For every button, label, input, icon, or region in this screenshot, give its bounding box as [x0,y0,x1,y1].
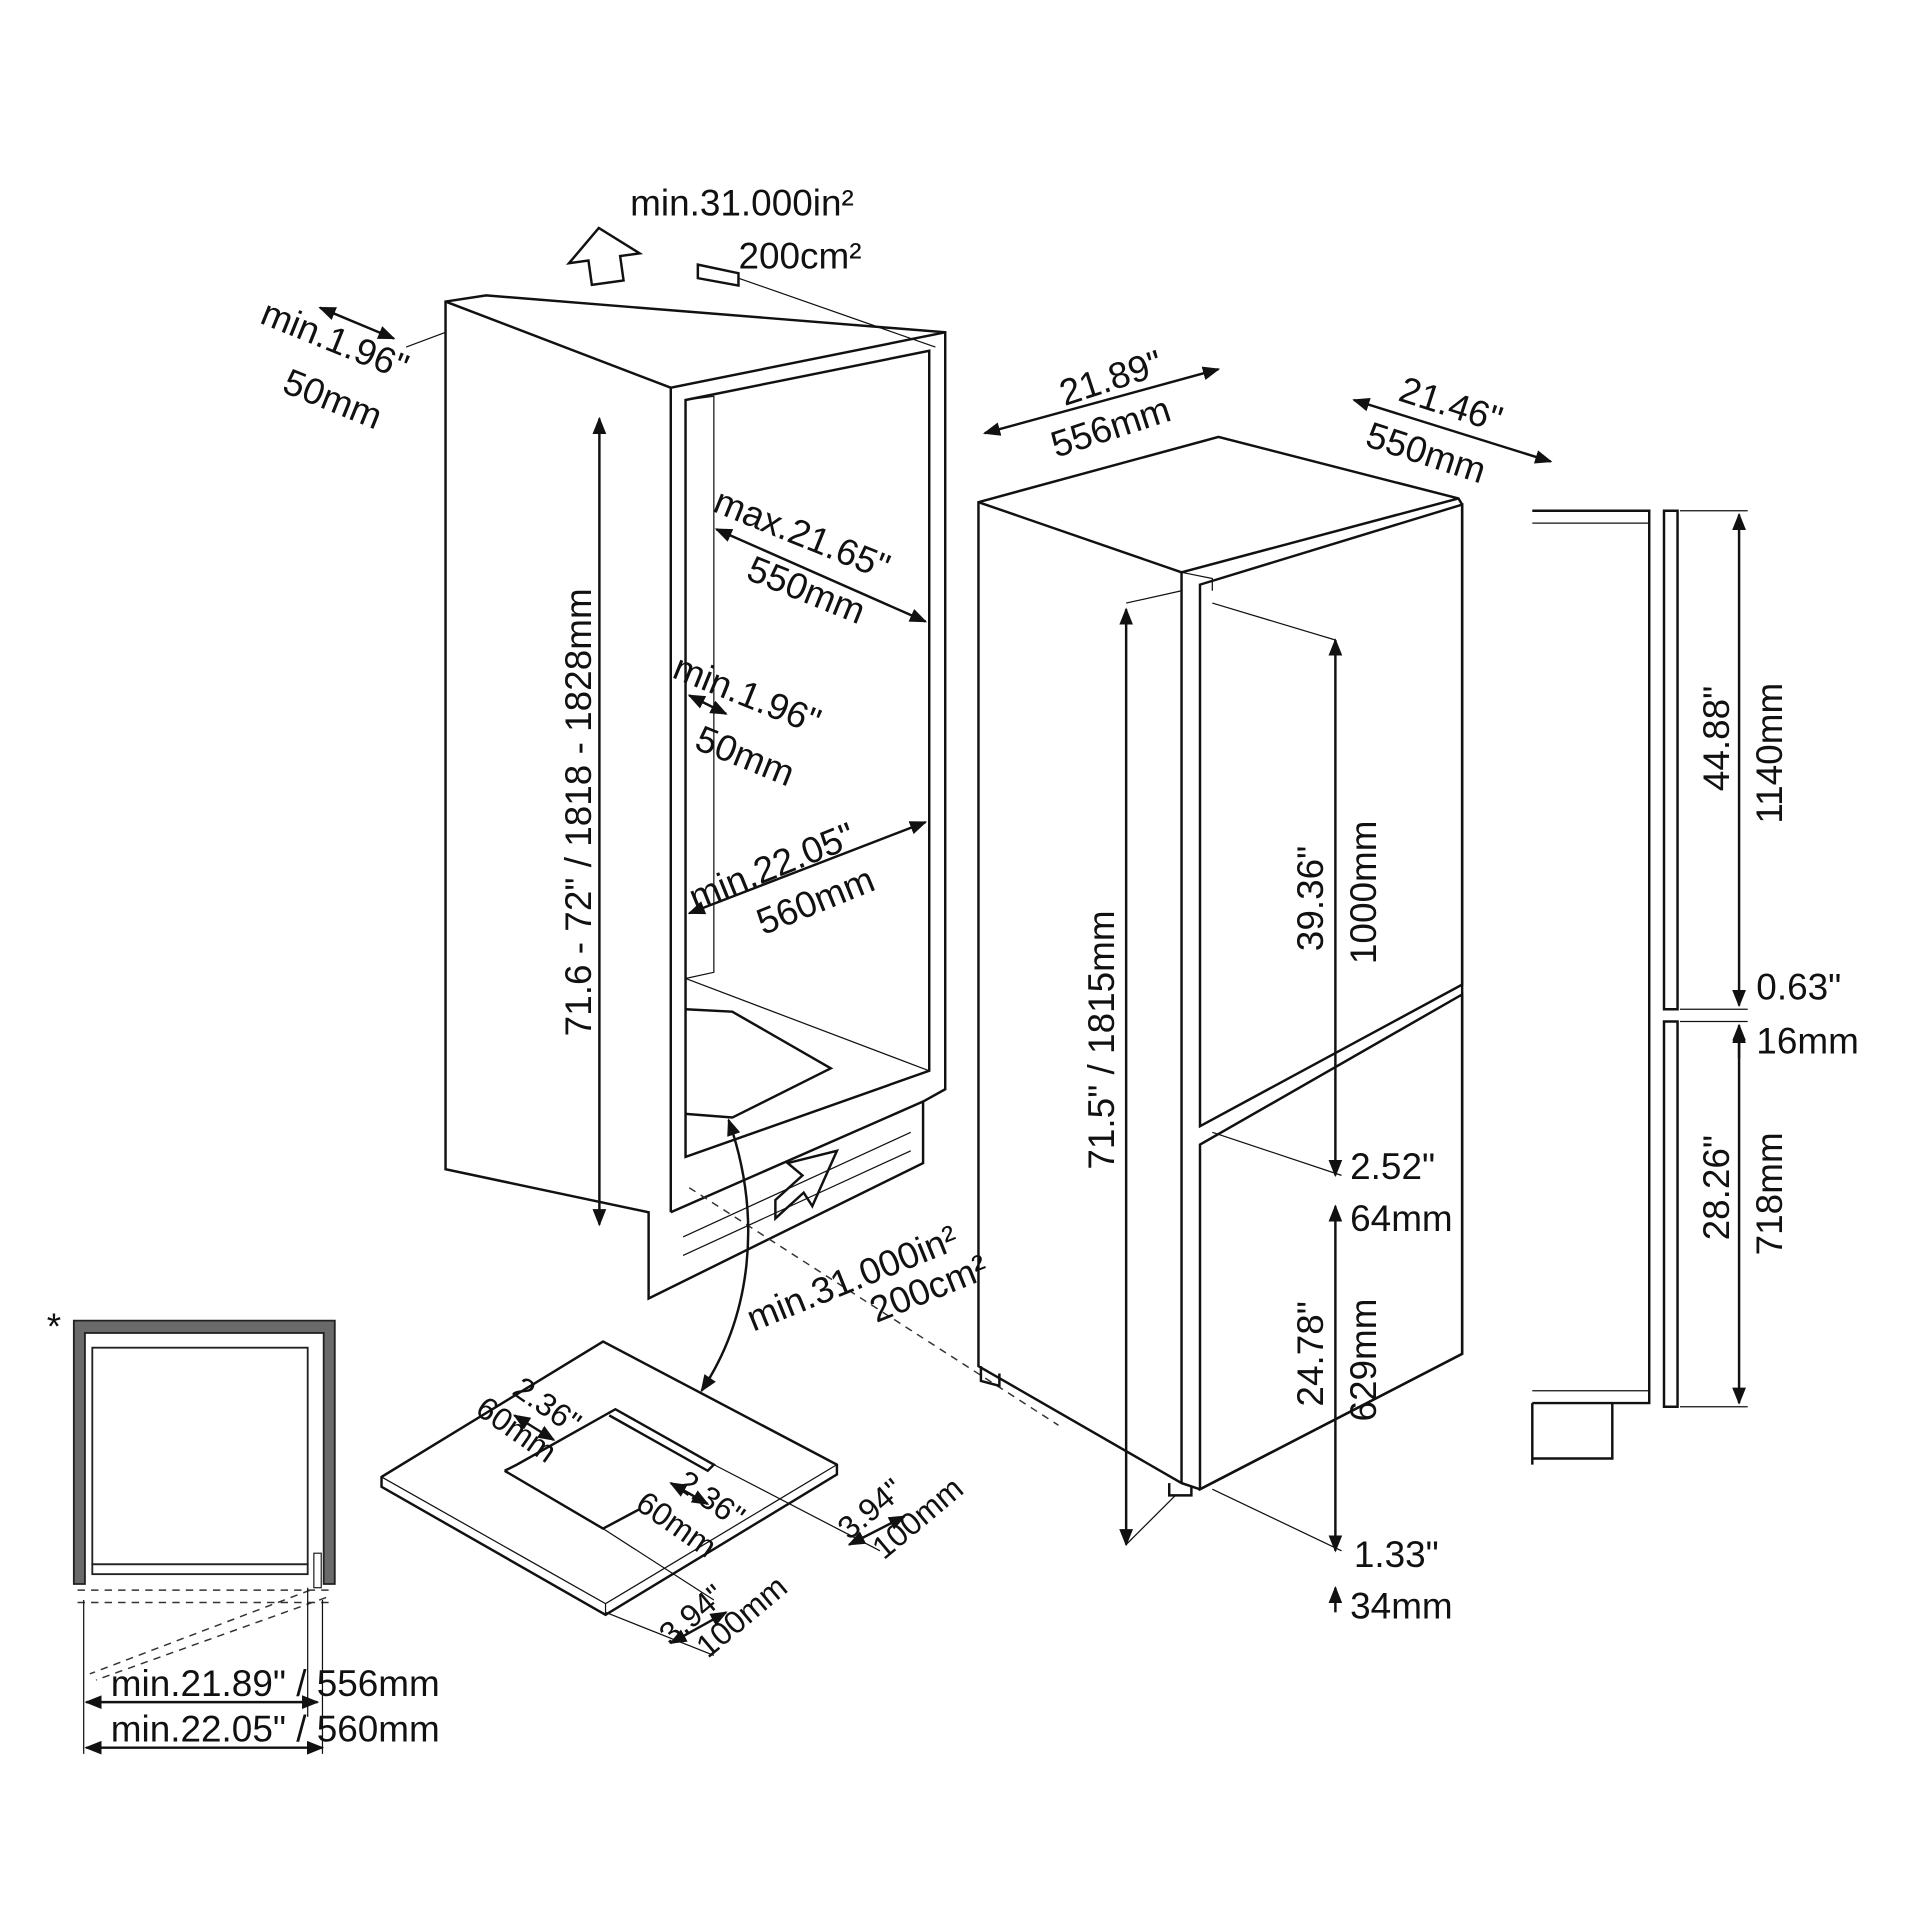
upper-door-in: 39.36" [1290,846,1331,951]
bottom-vent-arrow-icon [774,1148,840,1222]
lower-panel-in: 28.26" [1696,1135,1737,1240]
inner-gap-in: min.1.96" [668,646,827,742]
lower-door-mm: 629mm [1343,1298,1384,1421]
footnote-mark: * [47,1306,61,1347]
appliance-height: 71.5" / 1815mm [1081,910,1122,1169]
upper-door-mm: 1000mm [1343,821,1384,965]
upper-panel-mm: 1140mm [1749,683,1790,824]
min-width-1: min.21.89" / 556mm [111,1663,440,1704]
top-vent-arrow-icon [565,226,644,287]
cabinet-niche [318,226,1059,1426]
min-width-2: min.22.05" / 560mm [111,1709,440,1750]
lower-door-in: 24.78" [1290,1301,1331,1406]
door-gap-in: 2.52" [1350,1146,1435,1187]
upper-panel-in: 44.88" [1696,686,1737,791]
appliance [977,366,1553,1613]
bottom-offset-mm: 34mm [1350,1585,1453,1626]
niche-height: 71.6 - 72" / 1818 - 1828mm [558,588,599,1036]
top-vent-area-in: min.31.000in² [630,182,854,223]
top-view [72,1319,336,1755]
door-panels [1531,509,1748,1465]
plinth-plate [380,1340,907,1656]
bottom-offset-in: 1.33" [1354,1534,1439,1575]
door-gap-mm: 64mm [1350,1198,1453,1239]
panel-gap-mm: 16mm [1756,1021,1859,1062]
top-vent-area-cm: 200cm² [738,235,861,276]
panel-gap-in: 0.63" [1756,966,1841,1007]
lower-panel-mm: 718mm [1749,1132,1790,1255]
rear-gap-in: min.1.96" [255,292,414,388]
